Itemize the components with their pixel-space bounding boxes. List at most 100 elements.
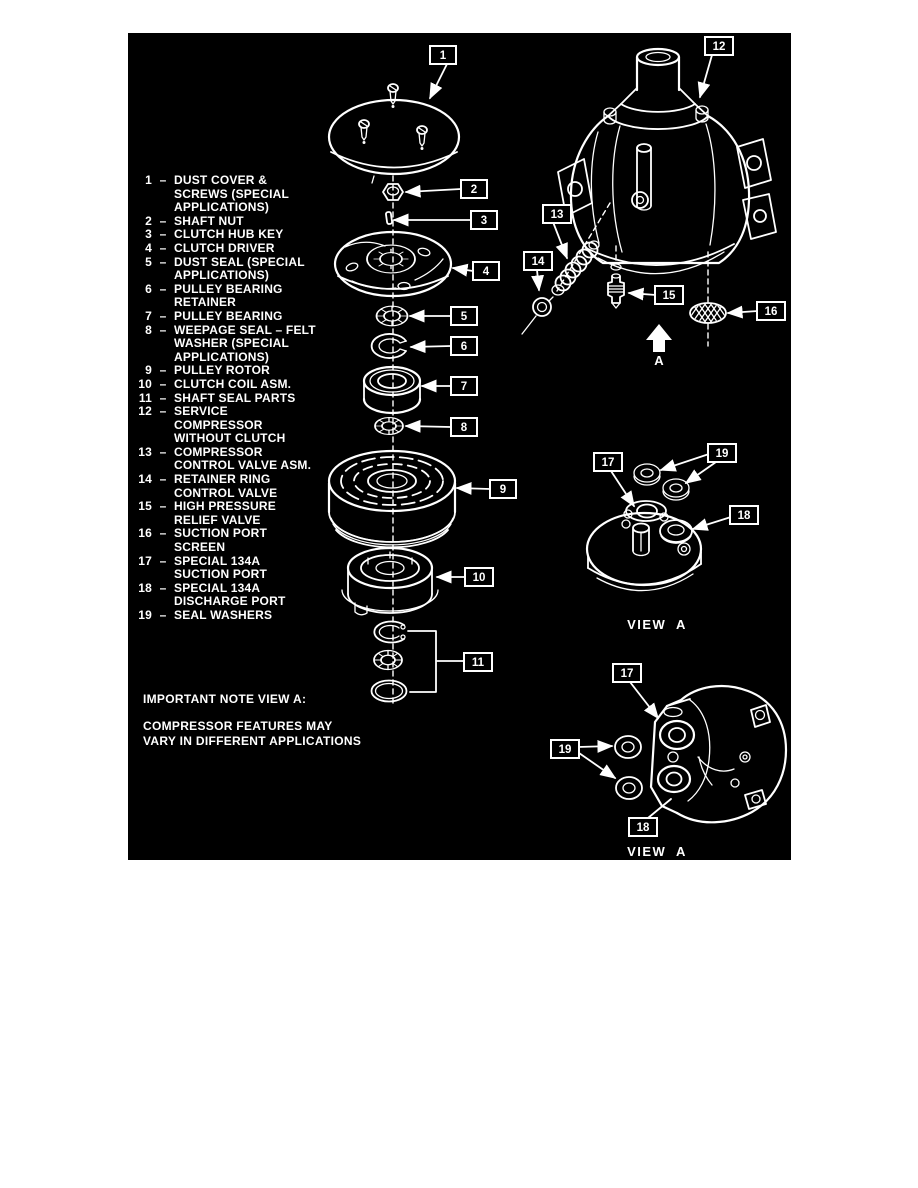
shaft-nut-drawing	[382, 183, 404, 201]
clutch-driver-drawing	[333, 230, 453, 298]
callout-16: 16	[756, 301, 786, 321]
callout-18-bottom: 18	[628, 817, 658, 837]
control-valve-drawing	[551, 240, 600, 296]
note-line-1: COMPRESSOR FEATURES MAY	[143, 719, 333, 733]
part-number: 16	[138, 526, 152, 541]
svg-text:8: 8	[461, 422, 468, 434]
parts-list-item: 15–HIGH PRESSURE RELIEF VALVE	[134, 499, 316, 527]
callouts: 1 2 3 4 5 6 7 8 9 10 11 12 13 14 15 16 1…	[429, 36, 786, 837]
parts-list-item: 7–PULLEY BEARING	[134, 308, 316, 324]
dash-separator: –	[159, 499, 167, 514]
view-a-top-label: VIEW A	[627, 617, 687, 632]
callout-19-top: 19	[707, 443, 737, 463]
clutch-coil-drawing	[341, 546, 439, 616]
dash-separator: –	[159, 281, 167, 296]
part-label: WEEPAGE SEAL – FELT WASHER (SPECIAL APPL…	[174, 322, 316, 364]
pulley-bearing-drawing	[362, 365, 422, 415]
part-label: CLUTCH HUB KEY	[174, 227, 284, 242]
part-label: SHAFT NUT	[174, 213, 244, 228]
part-number: 6	[145, 281, 152, 296]
callout-14: 14	[523, 251, 553, 271]
exploded-diagram-svg: A	[327, 36, 788, 859]
part-number: 12	[138, 404, 152, 419]
dash-separator: –	[159, 240, 167, 255]
svg-text:18: 18	[738, 510, 751, 522]
svg-text:13: 13	[551, 209, 564, 221]
parts-list-item: 19–SEAL WASHERS	[134, 608, 316, 623]
part-label: PULLEY ROTOR	[174, 363, 270, 378]
parts-list-item: 2–SHAFT NUT	[134, 213, 316, 229]
arrow-a-label: A	[654, 353, 664, 368]
part-number: 10	[138, 376, 152, 391]
callout-19-bottom: 19	[550, 739, 580, 759]
callout-13: 13	[542, 204, 572, 224]
part-label: HIGH PRESSURE RELIEF VALVE	[174, 499, 276, 527]
part-number: 19	[138, 608, 152, 622]
relief-valve-drawing	[607, 263, 625, 309]
callout-17-bottom: 17	[612, 663, 642, 683]
dash-separator: –	[159, 254, 167, 269]
parts-list-item: 4–CLUTCH DRIVER	[134, 240, 316, 256]
dash-separator: –	[159, 322, 167, 337]
callout-8: 8	[450, 417, 478, 437]
dash-separator: –	[159, 608, 167, 622]
part-number: 13	[138, 444, 152, 459]
part-number: 11	[138, 390, 152, 405]
part-label: DUST COVER & SCREWS (SPECIAL APPLICATION…	[174, 173, 290, 215]
part-label: COMPRESSOR CONTROL VALVE ASM.	[174, 444, 312, 473]
view-a-top-drawing: VIEW A	[585, 463, 703, 632]
part-label: CLUTCH COIL ASM.	[174, 376, 292, 391]
svg-text:10: 10	[473, 572, 486, 584]
parts-list-item: 9–PULLEY ROTOR	[134, 364, 316, 378]
part-number: 2	[145, 213, 152, 228]
dash-separator: –	[159, 580, 167, 595]
svg-text:19: 19	[716, 448, 729, 460]
dust-cover-drawing	[327, 83, 461, 184]
part-label: SHAFT SEAL PARTS	[174, 390, 296, 405]
svg-text:17: 17	[621, 668, 634, 680]
part-label: SPECIAL 134A SUCTION PORT	[174, 553, 268, 582]
callout-15: 15	[654, 285, 684, 305]
part-number: 8	[145, 322, 152, 337]
parts-list-item: 12–SERVICE COMPRESSOR WITHOUT CLUTCH	[134, 404, 316, 446]
svg-text:7: 7	[461, 381, 467, 393]
important-note-body: COMPRESSOR FEATURES MAY VARY IN DIFFEREN…	[143, 719, 361, 748]
parts-list-item: 8–WEEPAGE SEAL – FELT WASHER (SPECIAL AP…	[134, 322, 316, 365]
parts-list-item: 1–DUST COVER & SCREWS (SPECIAL APPLICATI…	[134, 173, 316, 215]
parts-list: 1–DUST COVER & SCREWS (SPECIAL APPLICATI…	[134, 173, 316, 623]
bearing-retainer-drawing	[370, 333, 407, 359]
part-number: 7	[145, 308, 152, 323]
part-label: SUCTION PORT SCREEN	[174, 526, 268, 555]
svg-text:16: 16	[765, 306, 778, 318]
callout-18-top: 18	[729, 505, 759, 525]
svg-text:5: 5	[461, 311, 468, 323]
part-number: 9	[145, 363, 152, 378]
parts-list-item: 13–COMPRESSOR CONTROL VALVE ASM.	[134, 444, 316, 473]
note-line-2: VARY IN DIFFERENT APPLICATIONS	[143, 733, 362, 748]
part-label: SEAL WASHERS	[174, 608, 273, 622]
callout-4: 4	[472, 261, 500, 281]
suction-screen-drawing	[689, 302, 727, 324]
part-number: 3	[145, 227, 152, 242]
svg-text:1: 1	[440, 50, 447, 62]
callout-1: 1	[429, 45, 457, 65]
part-label: PULLEY BEARING	[174, 308, 283, 323]
pulley-rotor-drawing	[327, 449, 457, 549]
svg-text:12: 12	[713, 41, 726, 53]
callout-3: 3	[470, 210, 498, 230]
svg-text:11: 11	[472, 657, 485, 669]
figure-panel: A	[128, 33, 791, 860]
callout-9: 9	[489, 479, 517, 499]
parts-list-item: 10–CLUTCH COIL ASM.	[134, 376, 316, 392]
part-label: PULLEY BEARING RETAINER	[174, 281, 283, 310]
svg-text:6: 6	[461, 341, 467, 353]
svg-text:3: 3	[481, 215, 487, 227]
view-a-bottom-drawing: VIEW A	[614, 684, 788, 859]
part-label: DUST SEAL (SPECIAL APPLICATIONS)	[174, 254, 305, 283]
parts-list-item: 14–RETAINER RING CONTROL VALVE	[134, 472, 316, 500]
svg-text:2: 2	[471, 184, 477, 196]
service-compressor-drawing	[557, 47, 777, 275]
callout-12: 12	[704, 36, 734, 56]
view-a-bottom-label: VIEW A	[627, 844, 687, 859]
parts-list-item: 16–SUCTION PORT SCREEN	[134, 527, 316, 554]
